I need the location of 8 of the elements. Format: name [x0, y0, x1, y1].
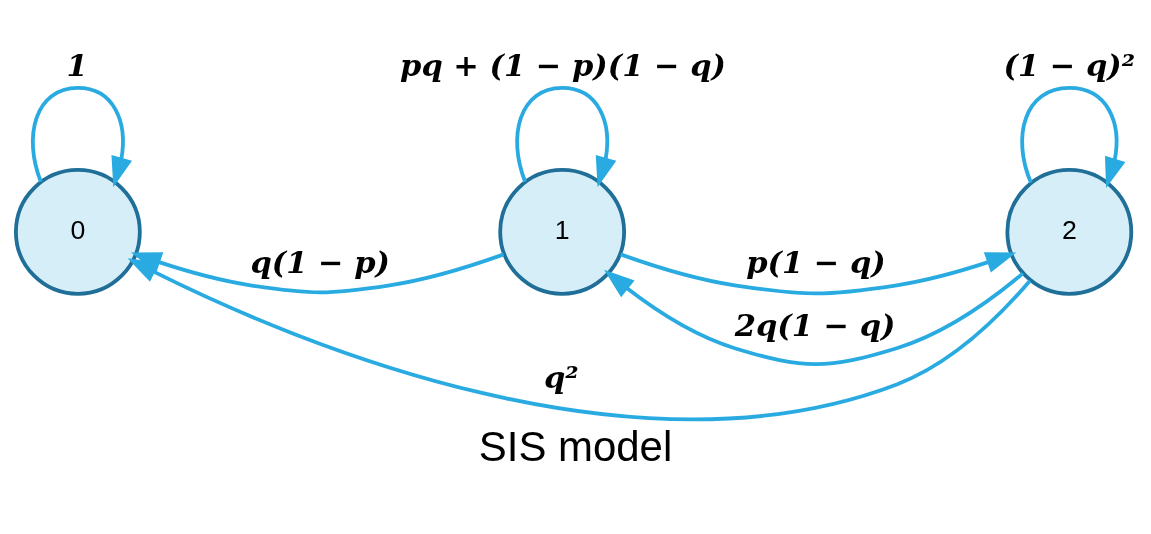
edge-label: 2q(1 − q) — [734, 307, 896, 344]
edge-label: q(1 − p) — [250, 244, 390, 281]
edge-label: pq + (1 − p)(1 − q) — [400, 47, 726, 84]
edge-label: q² — [544, 358, 579, 395]
edge-label: p(1 − q) — [746, 244, 886, 281]
edge-label: (1 − q)² — [1003, 47, 1136, 84]
caption: SIS model — [478, 422, 673, 470]
edge-label: 1 — [66, 47, 88, 84]
